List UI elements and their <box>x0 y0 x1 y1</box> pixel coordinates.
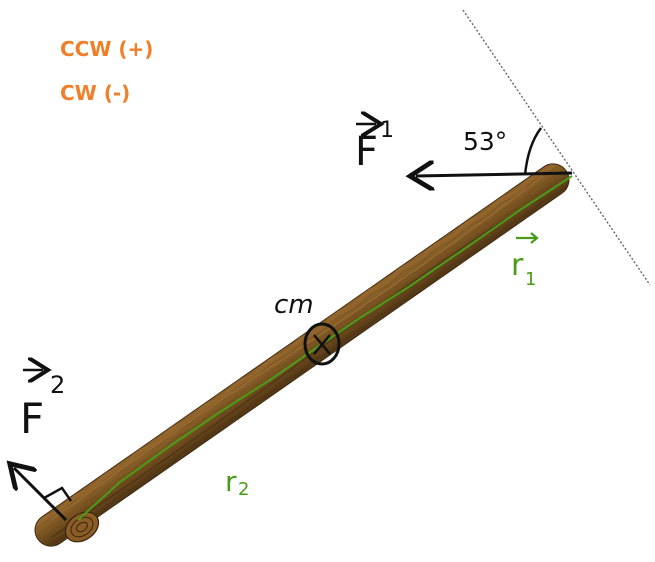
svg-text:r: r <box>511 248 524 283</box>
force1-label: F 1 <box>355 118 394 175</box>
r2-label-subscript: 2 <box>238 479 249 500</box>
wall-line <box>462 9 651 286</box>
r2-vector-line <box>77 343 323 521</box>
force2-label-superscript: 2 <box>50 371 65 399</box>
force2-label: F 2 <box>20 370 65 443</box>
right-angle-marker <box>43 486 73 502</box>
force2-arrow <box>14 468 68 522</box>
force1-arrow <box>416 173 573 176</box>
cw-negative-note: CW (-) <box>60 81 130 105</box>
center-of-mass-marker <box>303 322 341 366</box>
center-of-mass-label: cm <box>274 290 314 320</box>
force1-label-superscript: 1 <box>380 118 394 143</box>
r2-label: r 2 <box>225 465 249 500</box>
r1-label: r 1 <box>511 232 539 290</box>
ccw-positive-note: CCW (+) <box>60 37 153 61</box>
angle-arc <box>523 127 543 176</box>
angle-label: 53° <box>463 127 507 156</box>
svg-text:r: r <box>225 465 237 498</box>
wooden-stick <box>34 163 570 547</box>
r1-vector-line <box>321 175 573 345</box>
svg-text:F: F <box>355 129 378 175</box>
stick-end-rings <box>64 511 100 543</box>
svg-text:F: F <box>20 394 44 443</box>
r1-label-subscript: 1 <box>525 269 536 290</box>
